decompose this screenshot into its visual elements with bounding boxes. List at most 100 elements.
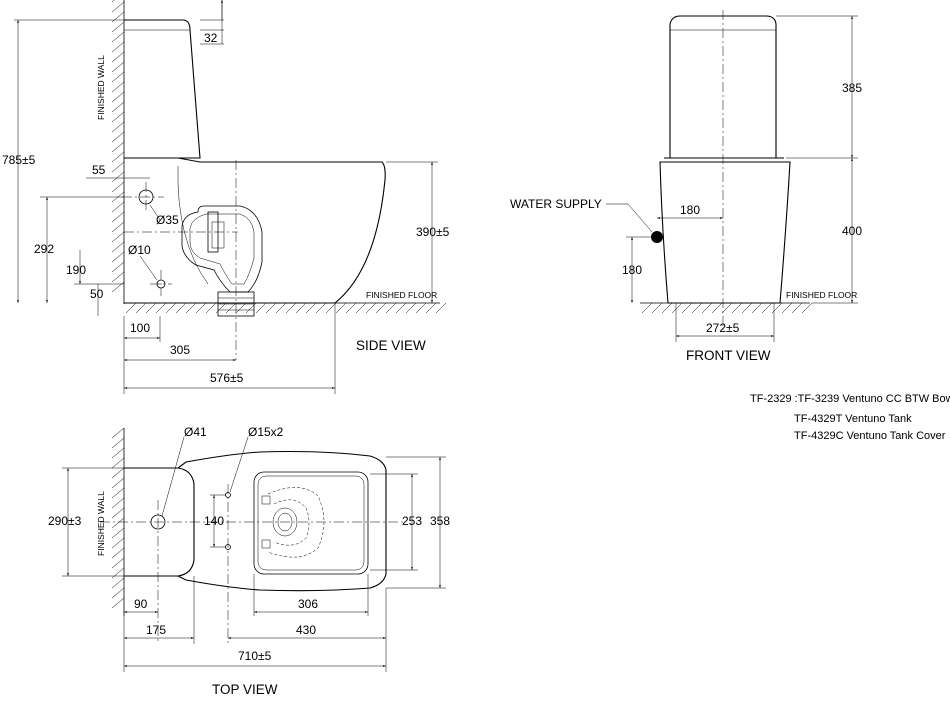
wall-hatch-line bbox=[111, 457, 125, 469]
wall-hatch-line bbox=[111, 81, 125, 93]
floor-hatch-line bbox=[265, 302, 277, 314]
wall-hatch-line bbox=[111, 597, 125, 609]
wall-hatch-line bbox=[111, 0, 115, 3]
front-view: FINISHED FLOOR WATER SUPPLY 180 180 385 … bbox=[510, 10, 862, 363]
floor-hatch-line bbox=[245, 302, 257, 314]
floor-hatch-line bbox=[395, 302, 407, 314]
floor-label-side: FINISHED FLOOR bbox=[366, 290, 437, 300]
dim-hole-offset: 90 bbox=[134, 597, 148, 611]
dim-tank-width: 290±3 bbox=[48, 514, 82, 528]
bowl-outline bbox=[124, 157, 386, 304]
wall-hatch-line bbox=[111, 201, 125, 213]
floor-hatch-line bbox=[255, 302, 267, 314]
dim-fix-spacing: 140 bbox=[204, 514, 224, 528]
wall-hatch-line bbox=[111, 281, 125, 293]
dim-supply-height-front: 180 bbox=[622, 263, 642, 277]
floor-hatch-line bbox=[355, 302, 367, 314]
wall-hatch-line bbox=[111, 437, 125, 449]
side-view-title: SIDE VIEW bbox=[356, 338, 426, 353]
wall-hatch-line bbox=[111, 221, 125, 233]
wall-hatch-line bbox=[111, 427, 125, 439]
wall-hatch-line bbox=[111, 121, 125, 133]
wall-hatch-line bbox=[111, 41, 125, 53]
floor-hatch-line bbox=[781, 302, 793, 314]
water-supply-inlet bbox=[651, 231, 663, 243]
floor-hatch-line bbox=[791, 302, 803, 314]
floor-hatch-line bbox=[315, 302, 327, 314]
dim-seat-length: 306 bbox=[298, 597, 318, 611]
floor-hatch-line bbox=[681, 302, 693, 314]
dim-bowl-width: 358 bbox=[430, 514, 450, 528]
wall-hatch-line bbox=[111, 587, 125, 599]
wall-hatch-line bbox=[111, 71, 125, 83]
wall-hatch-line bbox=[111, 547, 125, 559]
model-line-1: TF-2329 :TF-3239 Ventuno CC BTW Bowl bbox=[750, 393, 950, 405]
model-line-3: TF-4329C Ventuno Tank Cover bbox=[794, 430, 946, 442]
front-view-title: FRONT VIEW bbox=[686, 348, 771, 363]
dim-fix-offset: 175 bbox=[146, 623, 166, 637]
model-line-2: TF-4329T Ventuno Tank bbox=[794, 413, 912, 425]
side-view: 32 785±5 55 292 Ø35 Ø10 190 50 390±5 FIN… bbox=[2, 0, 450, 394]
floor-hatch-line bbox=[661, 302, 673, 314]
dim-bowl-height-front: 400 bbox=[842, 224, 862, 238]
floor-hatch-line bbox=[295, 302, 307, 314]
floor-hatch-line bbox=[215, 302, 227, 314]
wall-hatch-line bbox=[111, 517, 125, 529]
floor-hatch-line bbox=[285, 302, 297, 314]
floor-hatch-line bbox=[305, 302, 317, 314]
dim-bowl-length: 430 bbox=[296, 623, 316, 637]
wall-hatch-line bbox=[111, 141, 125, 153]
floor-hatch-line bbox=[235, 302, 247, 314]
floor-hatch-line bbox=[771, 302, 783, 314]
wall-hatch-line bbox=[111, 91, 125, 103]
dim-base-width: 272±5 bbox=[706, 321, 740, 335]
floor-hatch-line bbox=[145, 302, 157, 314]
wall-hatch-line bbox=[111, 271, 125, 283]
dim-hole-dia: Ø41 bbox=[184, 425, 207, 439]
floor-hatch-line bbox=[205, 302, 217, 314]
floor-hatch-line bbox=[711, 302, 723, 314]
floor-hatch-line bbox=[155, 302, 167, 314]
floor-hatch-line bbox=[761, 302, 773, 314]
wall-hatch-line bbox=[111, 111, 125, 123]
wall-hatch-line bbox=[111, 31, 125, 43]
wall-hatch-line bbox=[111, 211, 125, 223]
floor-hatch-line bbox=[405, 302, 417, 314]
floor-hatch-line bbox=[325, 302, 337, 314]
floor-hatch-line bbox=[335, 302, 347, 314]
floor-hatch-line bbox=[751, 302, 763, 314]
wall-hatch-line bbox=[111, 101, 125, 113]
wall-hatch-line bbox=[111, 171, 125, 183]
wall-hatch-line bbox=[111, 507, 125, 519]
floor-hatch-line bbox=[125, 302, 137, 314]
wall-hatch-line bbox=[111, 527, 125, 539]
floor-hatch-line bbox=[375, 302, 387, 314]
wall-hatch-line bbox=[111, 577, 125, 589]
floor-hatch-line bbox=[701, 302, 713, 314]
floor-hatch-line bbox=[425, 302, 437, 314]
dim-outlet-height: 292 bbox=[34, 242, 54, 256]
top-seat-outline bbox=[253, 471, 369, 575]
dim-fix-dia: Ø15x2 bbox=[248, 425, 284, 439]
dim-bowl-height: 390±5 bbox=[416, 225, 450, 239]
dim-supply-height: 190 bbox=[66, 263, 86, 277]
wall-hatch-line bbox=[111, 131, 125, 143]
floor-hatch-line bbox=[721, 302, 733, 314]
dim-rough-in: 305 bbox=[170, 343, 190, 357]
dim-fixing: 100 bbox=[130, 321, 150, 335]
dim-top-offset: 32 bbox=[204, 31, 218, 45]
model-list: TF-2329 :TF-3239 Ventuno CC BTW Bowl TF-… bbox=[750, 393, 950, 442]
trapway bbox=[181, 205, 263, 317]
floor-hatch-line bbox=[415, 302, 427, 314]
finished-floor bbox=[124, 302, 447, 314]
wall-hatch-line bbox=[111, 1, 125, 13]
floor-hatch-line bbox=[741, 302, 753, 314]
floor-hatch-line bbox=[195, 302, 207, 314]
wall-hatch-line bbox=[111, 537, 125, 549]
wall-hatch-line bbox=[111, 61, 125, 73]
front-bowl-outline bbox=[659, 161, 791, 304]
floor-hatch-line bbox=[651, 302, 663, 314]
wall-hatch-line bbox=[111, 21, 125, 33]
wall-hatch-line bbox=[111, 241, 125, 253]
